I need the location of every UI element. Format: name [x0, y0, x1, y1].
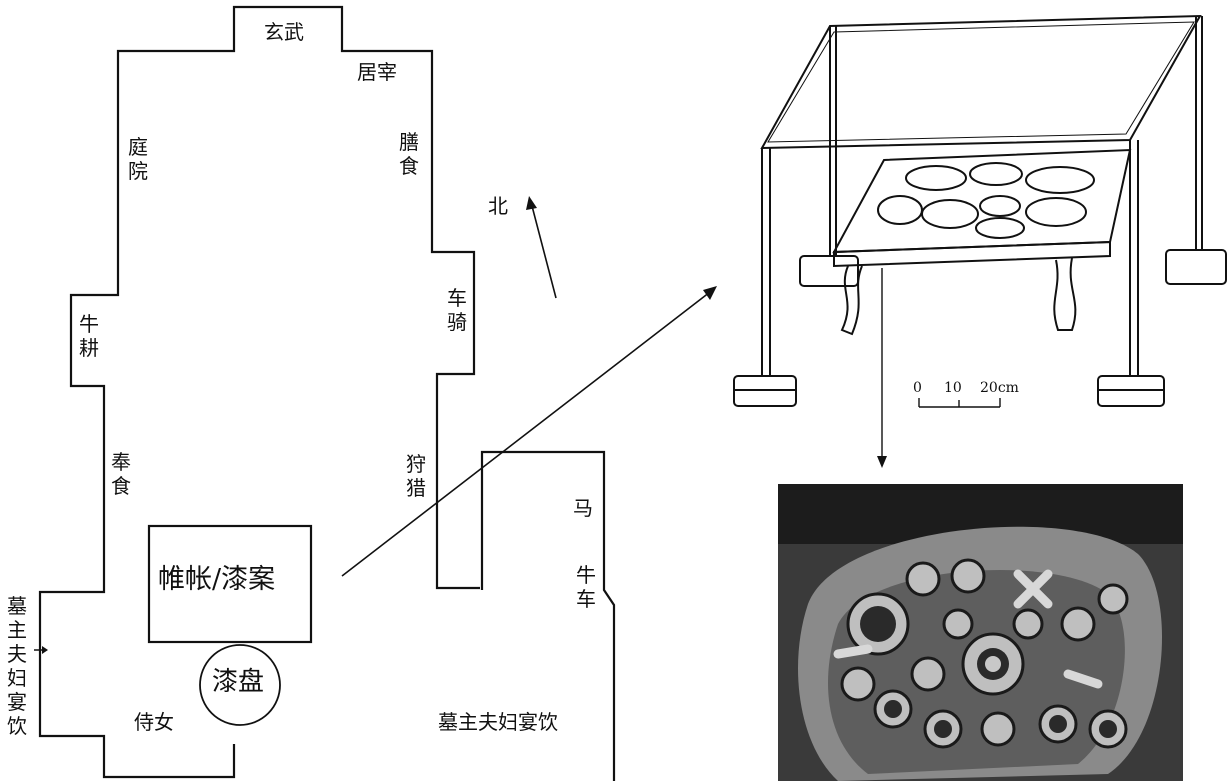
scale-tick-10: 10 — [944, 380, 962, 396]
canopy-frame-drawing — [733, 14, 1227, 407]
lacquer-plate-circle — [199, 644, 281, 726]
excavation-photo — [778, 484, 1183, 781]
label-niugeng: 牛耕 — [79, 312, 99, 360]
corridor-wall — [480, 450, 616, 781]
label-shanshi: 膳食 — [399, 130, 419, 178]
tomb-wall-outline — [38, 5, 480, 779]
label-ma: 马 — [573, 496, 593, 520]
label-tingyuan: 庭院 — [128, 135, 148, 183]
label-bei: 北 — [488, 194, 508, 218]
label-shoulie: 狩猎 — [406, 452, 426, 500]
scale-bar — [918, 398, 1001, 408]
entrance-arrowhead — [42, 646, 48, 654]
label-xuanwu: 玄武 — [264, 20, 304, 44]
excavation-photo-drawing — [778, 484, 1183, 781]
label-muzhu-left: 墓主夫妇宴饮 — [7, 594, 27, 738]
label-cheqi: 车骑 — [447, 286, 467, 334]
north-arrowhead — [526, 196, 537, 210]
label-juzai: 居宰 — [357, 60, 397, 84]
scale-tick-20cm: 20cm — [980, 380, 1019, 396]
scale-tick-0: 0 — [913, 380, 922, 396]
label-fengshi: 奉食 — [111, 450, 131, 498]
label-muzhu-bottom: 墓主夫妇宴饮 — [438, 710, 558, 734]
label-qipan: 漆盘 — [212, 667, 265, 697]
north-arrow — [531, 205, 557, 299]
label-shinv: 侍女 — [134, 710, 174, 734]
label-niuche: 牛车 — [576, 563, 596, 611]
photo-arrowhead — [877, 456, 887, 468]
label-weizhang-qian: 帷帐/漆案 — [158, 564, 276, 595]
canopy-table-box — [147, 524, 313, 644]
pointer-arrow-to-model — [341, 291, 711, 577]
pointer-arrowhead — [703, 286, 717, 300]
